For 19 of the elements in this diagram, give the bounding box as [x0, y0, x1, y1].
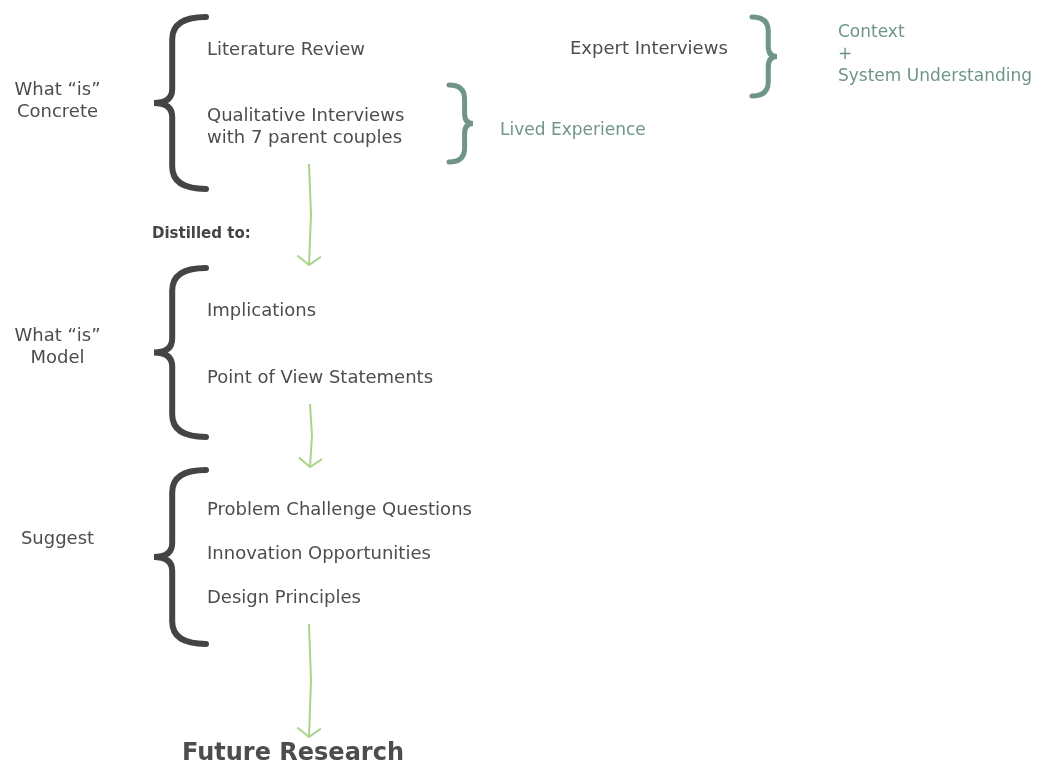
list-item-text: Innovation Opportunities: [207, 542, 431, 564]
list-item-text: Design Principles: [207, 586, 361, 608]
annotation-text: +: [838, 42, 853, 64]
stage-label: What “is” Model: [13, 324, 102, 368]
annotation-text: Context: [838, 20, 905, 42]
list-item-text: Expert Interviews: [570, 37, 728, 59]
annotation-text: Lived Experience: [500, 118, 646, 140]
arrow: [296, 163, 323, 266]
annotation-text: System Understanding: [838, 64, 1033, 86]
stage-label: What “is” Concrete: [13, 78, 102, 122]
list-item-text: Implications: [207, 299, 317, 321]
list-item-text: Literature Review: [207, 38, 366, 60]
list-item-text: Point of View Statements: [207, 366, 434, 388]
arrow: [297, 403, 324, 468]
stage-label: Suggest: [19, 527, 96, 549]
arrow: [296, 623, 323, 738]
outcome-text: Future Research: [182, 737, 404, 766]
list-item-text: Problem Challenge Questions: [207, 498, 472, 520]
list-item-text: Qualitative Interviews with 7 parent couples: [207, 104, 442, 148]
